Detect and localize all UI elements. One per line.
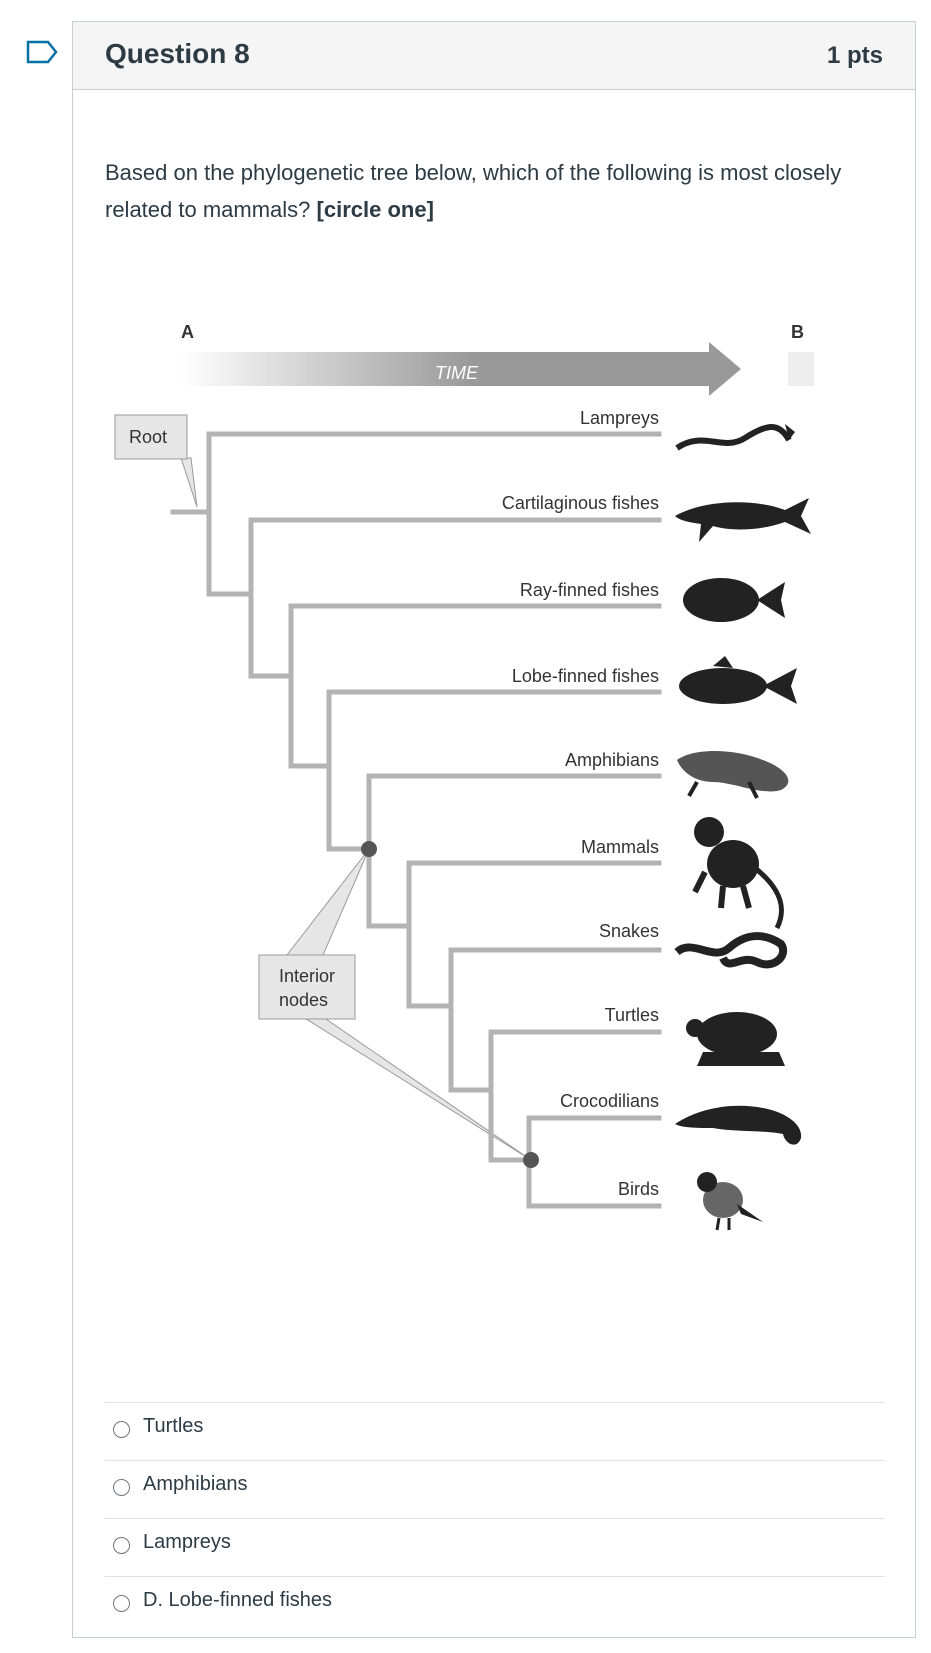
answer-list: Turtles Amphibians Lampreys D. Lobe-finn… xyxy=(105,1402,885,1634)
taxon-label-birds: Birds xyxy=(618,1179,659,1199)
taxon-label-ray-finned-fishes: Ray-finned fishes xyxy=(520,580,659,600)
bird-icon xyxy=(697,1172,763,1231)
answer-label[interactable]: Amphibians xyxy=(143,1473,248,1495)
root-callout: Root xyxy=(114,414,198,508)
root-label: Root xyxy=(129,427,167,447)
question-points: 1 pts xyxy=(826,42,883,69)
answer-label[interactable]: Lampreys xyxy=(143,1531,231,1553)
question-text-main: Based on the phylogenetic tree below, wh… xyxy=(105,160,842,222)
question-card: Question 8 1 pts Based on the phylogenet… xyxy=(72,21,916,1638)
label-a: A xyxy=(181,322,194,342)
lamprey-icon xyxy=(675,424,795,451)
answer-label[interactable]: Turtles xyxy=(143,1415,204,1437)
time-label: TIME xyxy=(435,363,479,383)
interior-nodes-label-2: nodes xyxy=(279,990,328,1010)
question-header: Question 8 1 pts xyxy=(73,22,915,90)
interior-nodes-label-1: Interior xyxy=(279,966,335,986)
answer-option[interactable]: Amphibians xyxy=(105,1460,885,1518)
taxon-label-turtles: Turtles xyxy=(605,1005,659,1025)
interior-node-dot xyxy=(523,1152,539,1168)
taxon-label-lobe-finned-fishes: Lobe-finned fishes xyxy=(512,666,659,686)
interior-node-dot xyxy=(361,841,377,857)
taxon-label-mammals: Mammals xyxy=(581,837,659,857)
label-b: B xyxy=(791,322,804,342)
question-text-bold: [circle one] xyxy=(316,197,434,222)
taxon-label-cartilaginous-fishes: Cartilaginous fishes xyxy=(502,493,659,513)
tree-branches xyxy=(170,431,662,1209)
answer-option[interactable]: Lampreys xyxy=(105,1518,885,1576)
fish-icon xyxy=(683,578,785,622)
taxon-label-snakes: Snakes xyxy=(599,921,659,941)
crocodile-icon xyxy=(675,1105,802,1145)
answer-option[interactable]: D. Lobe-finned fishes xyxy=(105,1576,885,1634)
radio-button[interactable] xyxy=(113,1479,130,1496)
turtle-icon xyxy=(686,1012,785,1066)
salamander-icon xyxy=(677,751,789,799)
flag-question-icon[interactable] xyxy=(26,40,58,64)
phylogenetic-tree-figure: A B TIME Root Interior nodes xyxy=(114,322,814,1231)
time-arrow: TIME xyxy=(181,342,814,396)
question-text: Based on the phylogenetic tree below, wh… xyxy=(105,154,865,228)
radio-button[interactable] xyxy=(113,1595,130,1612)
question-title: Question 8 xyxy=(105,38,250,69)
interior-nodes-callout: Interior nodes xyxy=(258,848,532,1161)
taxon-label-crocodilians: Crocodilians xyxy=(560,1091,659,1111)
shark-icon xyxy=(675,498,811,542)
radio-button[interactable] xyxy=(113,1421,130,1438)
taxon-label-amphibians: Amphibians xyxy=(565,750,659,770)
answer-option[interactable]: Turtles xyxy=(105,1402,885,1460)
coelacanth-icon xyxy=(679,656,797,704)
taxon-label-lampreys: Lampreys xyxy=(580,408,659,428)
snake-icon xyxy=(674,932,787,969)
answer-label[interactable]: D. Lobe-finned fishes xyxy=(143,1589,333,1611)
monkey-icon xyxy=(692,817,785,930)
radio-button[interactable] xyxy=(113,1537,130,1554)
